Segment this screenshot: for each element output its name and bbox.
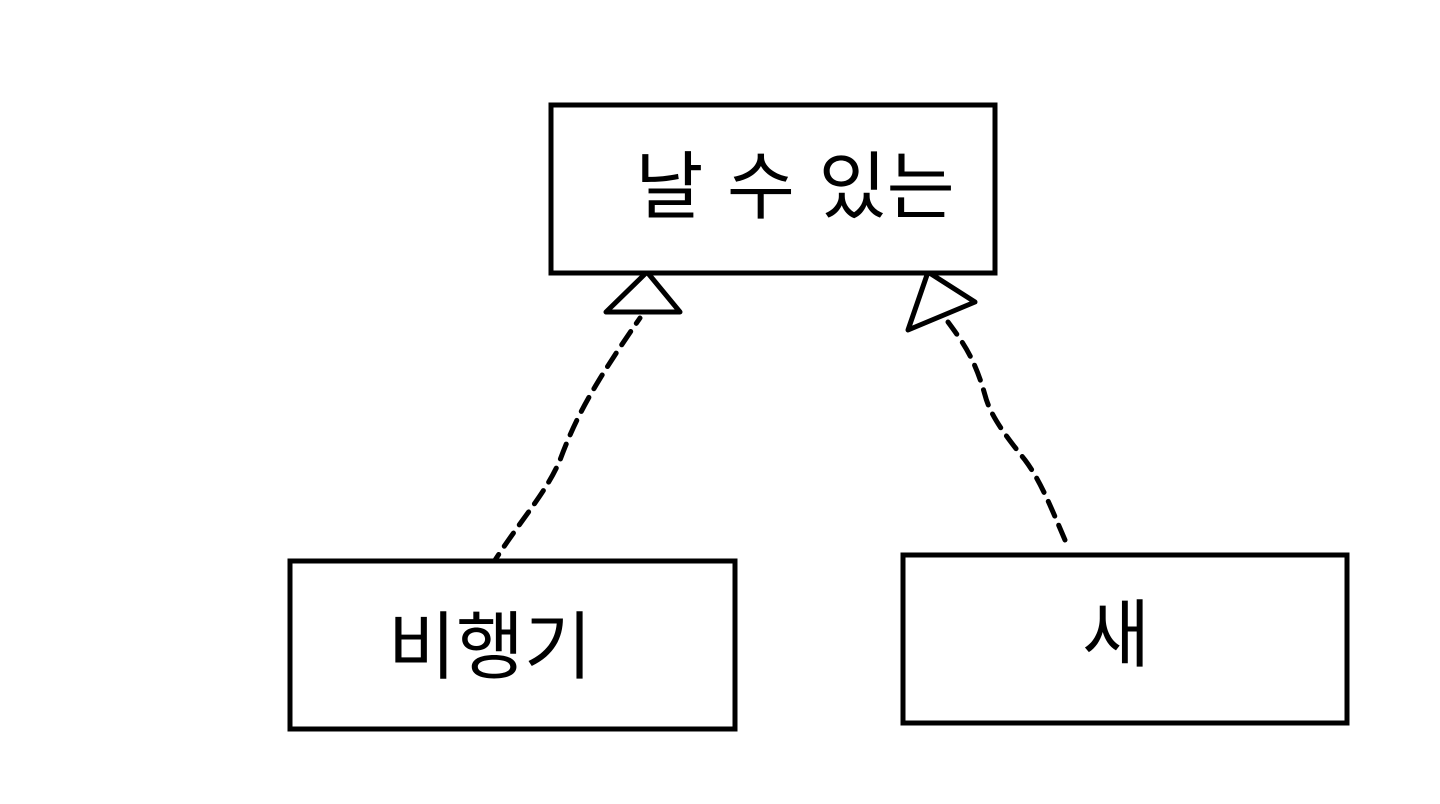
node-flyable: 날 수 있는 [548,102,998,276]
node-flyable-label: 날 수 있는 [635,145,954,231]
node-bird: 새 [900,552,1350,726]
node-airplane-box [287,558,738,732]
node-airplane: 비행기 [287,558,738,732]
edge-bird-to-flyable [945,319,1068,543]
node-bird-box [900,552,1350,726]
node-flyable-box [548,102,998,276]
arrowhead-airplane-to-flyable [603,269,683,315]
node-bird-label: 새 [1082,593,1150,679]
arrowhead-bird-to-flyable [905,269,978,333]
edge-airplane-to-flyable [487,315,643,571]
node-airplane-label: 비행기 [388,605,592,691]
